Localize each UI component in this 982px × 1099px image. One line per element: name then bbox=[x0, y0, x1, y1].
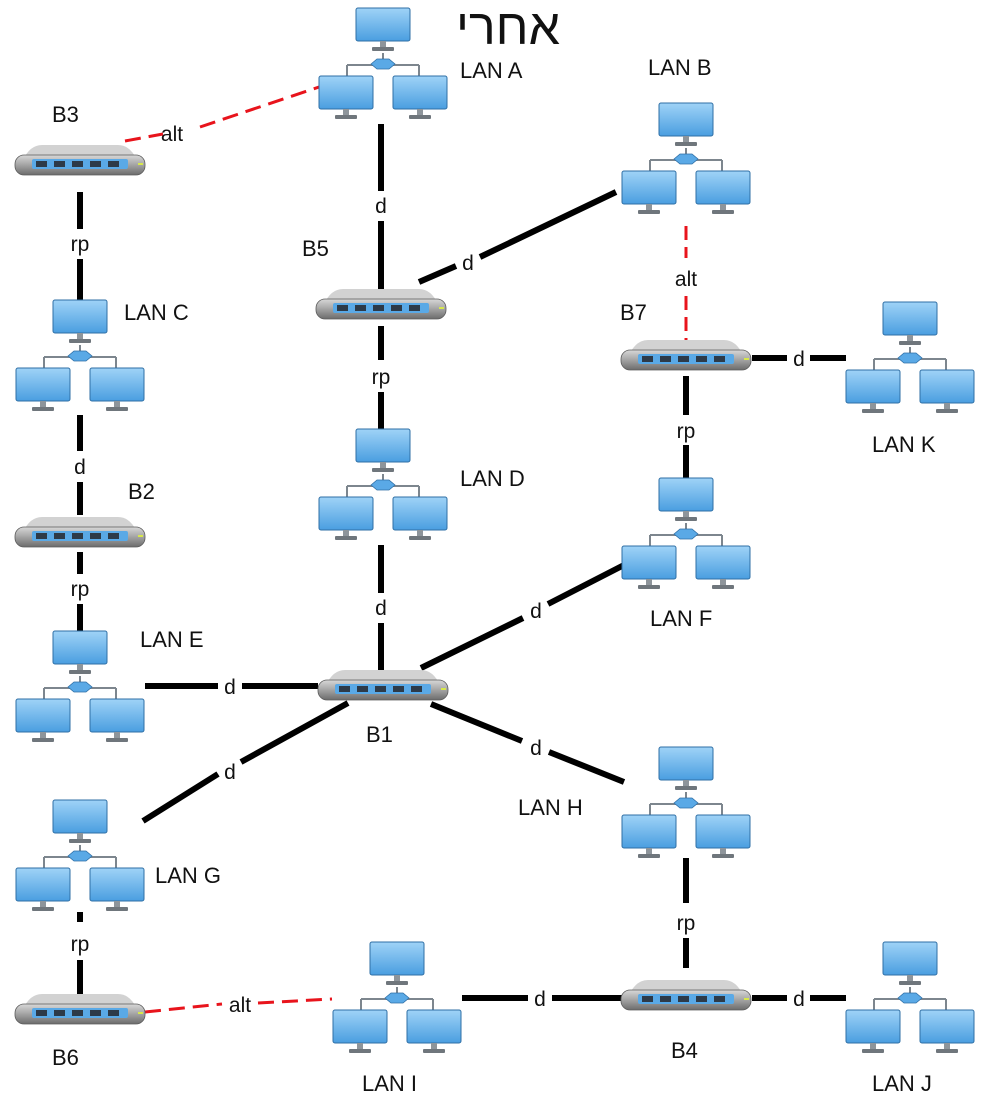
link-label: d bbox=[224, 761, 236, 784]
link-label: d bbox=[375, 195, 387, 218]
link-lan-h-b4: rp bbox=[677, 858, 696, 968]
lan-d-node: LAN D bbox=[319, 429, 525, 540]
link-label: rp bbox=[372, 366, 391, 389]
lan-label: LAN H bbox=[518, 795, 583, 820]
bridge-b1-node: B1 bbox=[317, 669, 449, 747]
link-b4-lan-j: d bbox=[752, 988, 846, 1011]
bridge-b2-node: B2 bbox=[14, 479, 155, 548]
lan-label: LAN J bbox=[872, 1071, 932, 1096]
lan-nodes: LAN A LAN B LAN C LAN D LAN E LAN F LAN … bbox=[16, 8, 974, 1096]
lan-network-icon bbox=[846, 302, 974, 413]
lan-network-icon bbox=[319, 429, 447, 540]
link-label: d bbox=[74, 456, 86, 479]
link-lan-g-b6: rp bbox=[71, 912, 90, 996]
link-b2-lan-e: rp bbox=[71, 552, 90, 632]
link-b7-lan-f: rp bbox=[677, 376, 696, 478]
link-b5-lan-d: rp bbox=[372, 326, 391, 430]
link-label: rp bbox=[71, 578, 90, 601]
bridge-label: B5 bbox=[302, 236, 329, 261]
bridge-nodes: B3 B5 B7 B2 B1 B6 B4 bbox=[14, 102, 752, 1070]
link-lan-b-b7: alt bbox=[675, 226, 697, 340]
lan-f-node: LAN F bbox=[622, 478, 750, 631]
lan-label: LAN K bbox=[872, 432, 936, 457]
lan-network-icon bbox=[319, 8, 447, 119]
bridge-label: B1 bbox=[366, 722, 393, 747]
link-lan-i-b4: d bbox=[462, 988, 622, 1011]
lan-network-icon bbox=[846, 942, 974, 1053]
bridge-switch-icon bbox=[14, 993, 146, 1025]
lan-network-icon bbox=[622, 103, 750, 214]
link-label: d bbox=[530, 737, 542, 760]
bridge-b7-node: B7 bbox=[620, 300, 752, 371]
link-label: rp bbox=[71, 233, 90, 256]
bridge-label: B2 bbox=[128, 479, 155, 504]
link-label: alt bbox=[161, 123, 183, 146]
lan-i-node: LAN I bbox=[333, 942, 461, 1096]
lan-g-node: LAN G bbox=[16, 800, 221, 911]
bridge-label: B4 bbox=[671, 1038, 698, 1063]
bridge-label: B7 bbox=[620, 300, 647, 325]
bridge-switch-icon bbox=[14, 144, 146, 176]
link-lan-a-b5: d bbox=[375, 124, 387, 290]
lan-network-icon bbox=[622, 478, 750, 589]
link-b1-lan-f: d bbox=[419, 562, 626, 671]
lan-network-icon bbox=[333, 942, 461, 1053]
bridge-b5-node: B5 bbox=[302, 236, 447, 320]
lan-label: LAN G bbox=[155, 863, 221, 888]
lan-label: LAN I bbox=[362, 1071, 417, 1096]
link-b3-lan-c: rp bbox=[71, 192, 90, 300]
bridge-b3-node: B3 bbox=[14, 102, 146, 176]
lan-label: LAN F bbox=[650, 606, 712, 631]
bridge-switch-icon bbox=[620, 339, 752, 371]
lan-a-node: LAN A bbox=[319, 8, 523, 119]
link-b1-lan-g: d bbox=[141, 700, 350, 824]
link-b3-lan-a: alt bbox=[124, 84, 323, 146]
bridge-label: B3 bbox=[52, 102, 79, 127]
link-label: rp bbox=[71, 933, 90, 956]
link-b5-lan-b: d bbox=[417, 189, 618, 285]
link-label: d bbox=[375, 597, 387, 620]
lan-label: LAN C bbox=[124, 300, 189, 325]
link-b1-lan-h: d bbox=[429, 701, 626, 785]
link-label: d bbox=[793, 348, 805, 371]
diagram-title: אחרי bbox=[456, 0, 560, 55]
lan-label: LAN E bbox=[140, 627, 204, 652]
link-label: alt bbox=[675, 268, 697, 291]
bridge-b6-node: B6 bbox=[14, 993, 146, 1070]
link-label: rp bbox=[677, 912, 696, 935]
lan-c-node: LAN C bbox=[16, 300, 189, 411]
link-lan-e-b1: d bbox=[145, 676, 318, 699]
link-label: alt bbox=[229, 994, 251, 1017]
links-layer: alt rp d d rp alt d rp bbox=[71, 84, 846, 1017]
lan-network-icon bbox=[16, 800, 144, 911]
link-label: rp bbox=[677, 420, 696, 443]
link-label: d bbox=[224, 676, 236, 699]
link-b6-lan-i: alt bbox=[144, 994, 333, 1017]
lan-label: LAN A bbox=[460, 58, 523, 83]
lan-network-icon bbox=[16, 631, 144, 742]
lan-network-icon bbox=[622, 747, 750, 858]
lan-k-node: LAN K bbox=[846, 302, 974, 457]
bridge-switch-icon bbox=[317, 669, 449, 701]
lan-h-node: LAN H bbox=[518, 747, 750, 858]
lan-e-node: LAN E bbox=[16, 627, 204, 742]
link-label: d bbox=[462, 252, 474, 275]
bridge-switch-icon bbox=[14, 516, 146, 548]
link-label: d bbox=[530, 600, 542, 623]
bridge-label: B6 bbox=[52, 1045, 79, 1070]
link-label: d bbox=[793, 988, 805, 1011]
bridge-switch-icon bbox=[620, 979, 752, 1011]
link-b7-lan-k: d bbox=[752, 348, 846, 371]
bridge-switch-icon bbox=[315, 288, 447, 320]
link-label: d bbox=[534, 988, 546, 1011]
lan-b-node: LAN B bbox=[622, 55, 750, 214]
link-lan-c-b2: d bbox=[74, 415, 86, 515]
bridge-b4-node: B4 bbox=[620, 979, 752, 1063]
lan-label: LAN B bbox=[648, 55, 712, 80]
lan-label: LAN D bbox=[460, 466, 525, 491]
link-lan-d-b1: d bbox=[375, 545, 387, 670]
lan-j-node: LAN J bbox=[846, 942, 974, 1096]
